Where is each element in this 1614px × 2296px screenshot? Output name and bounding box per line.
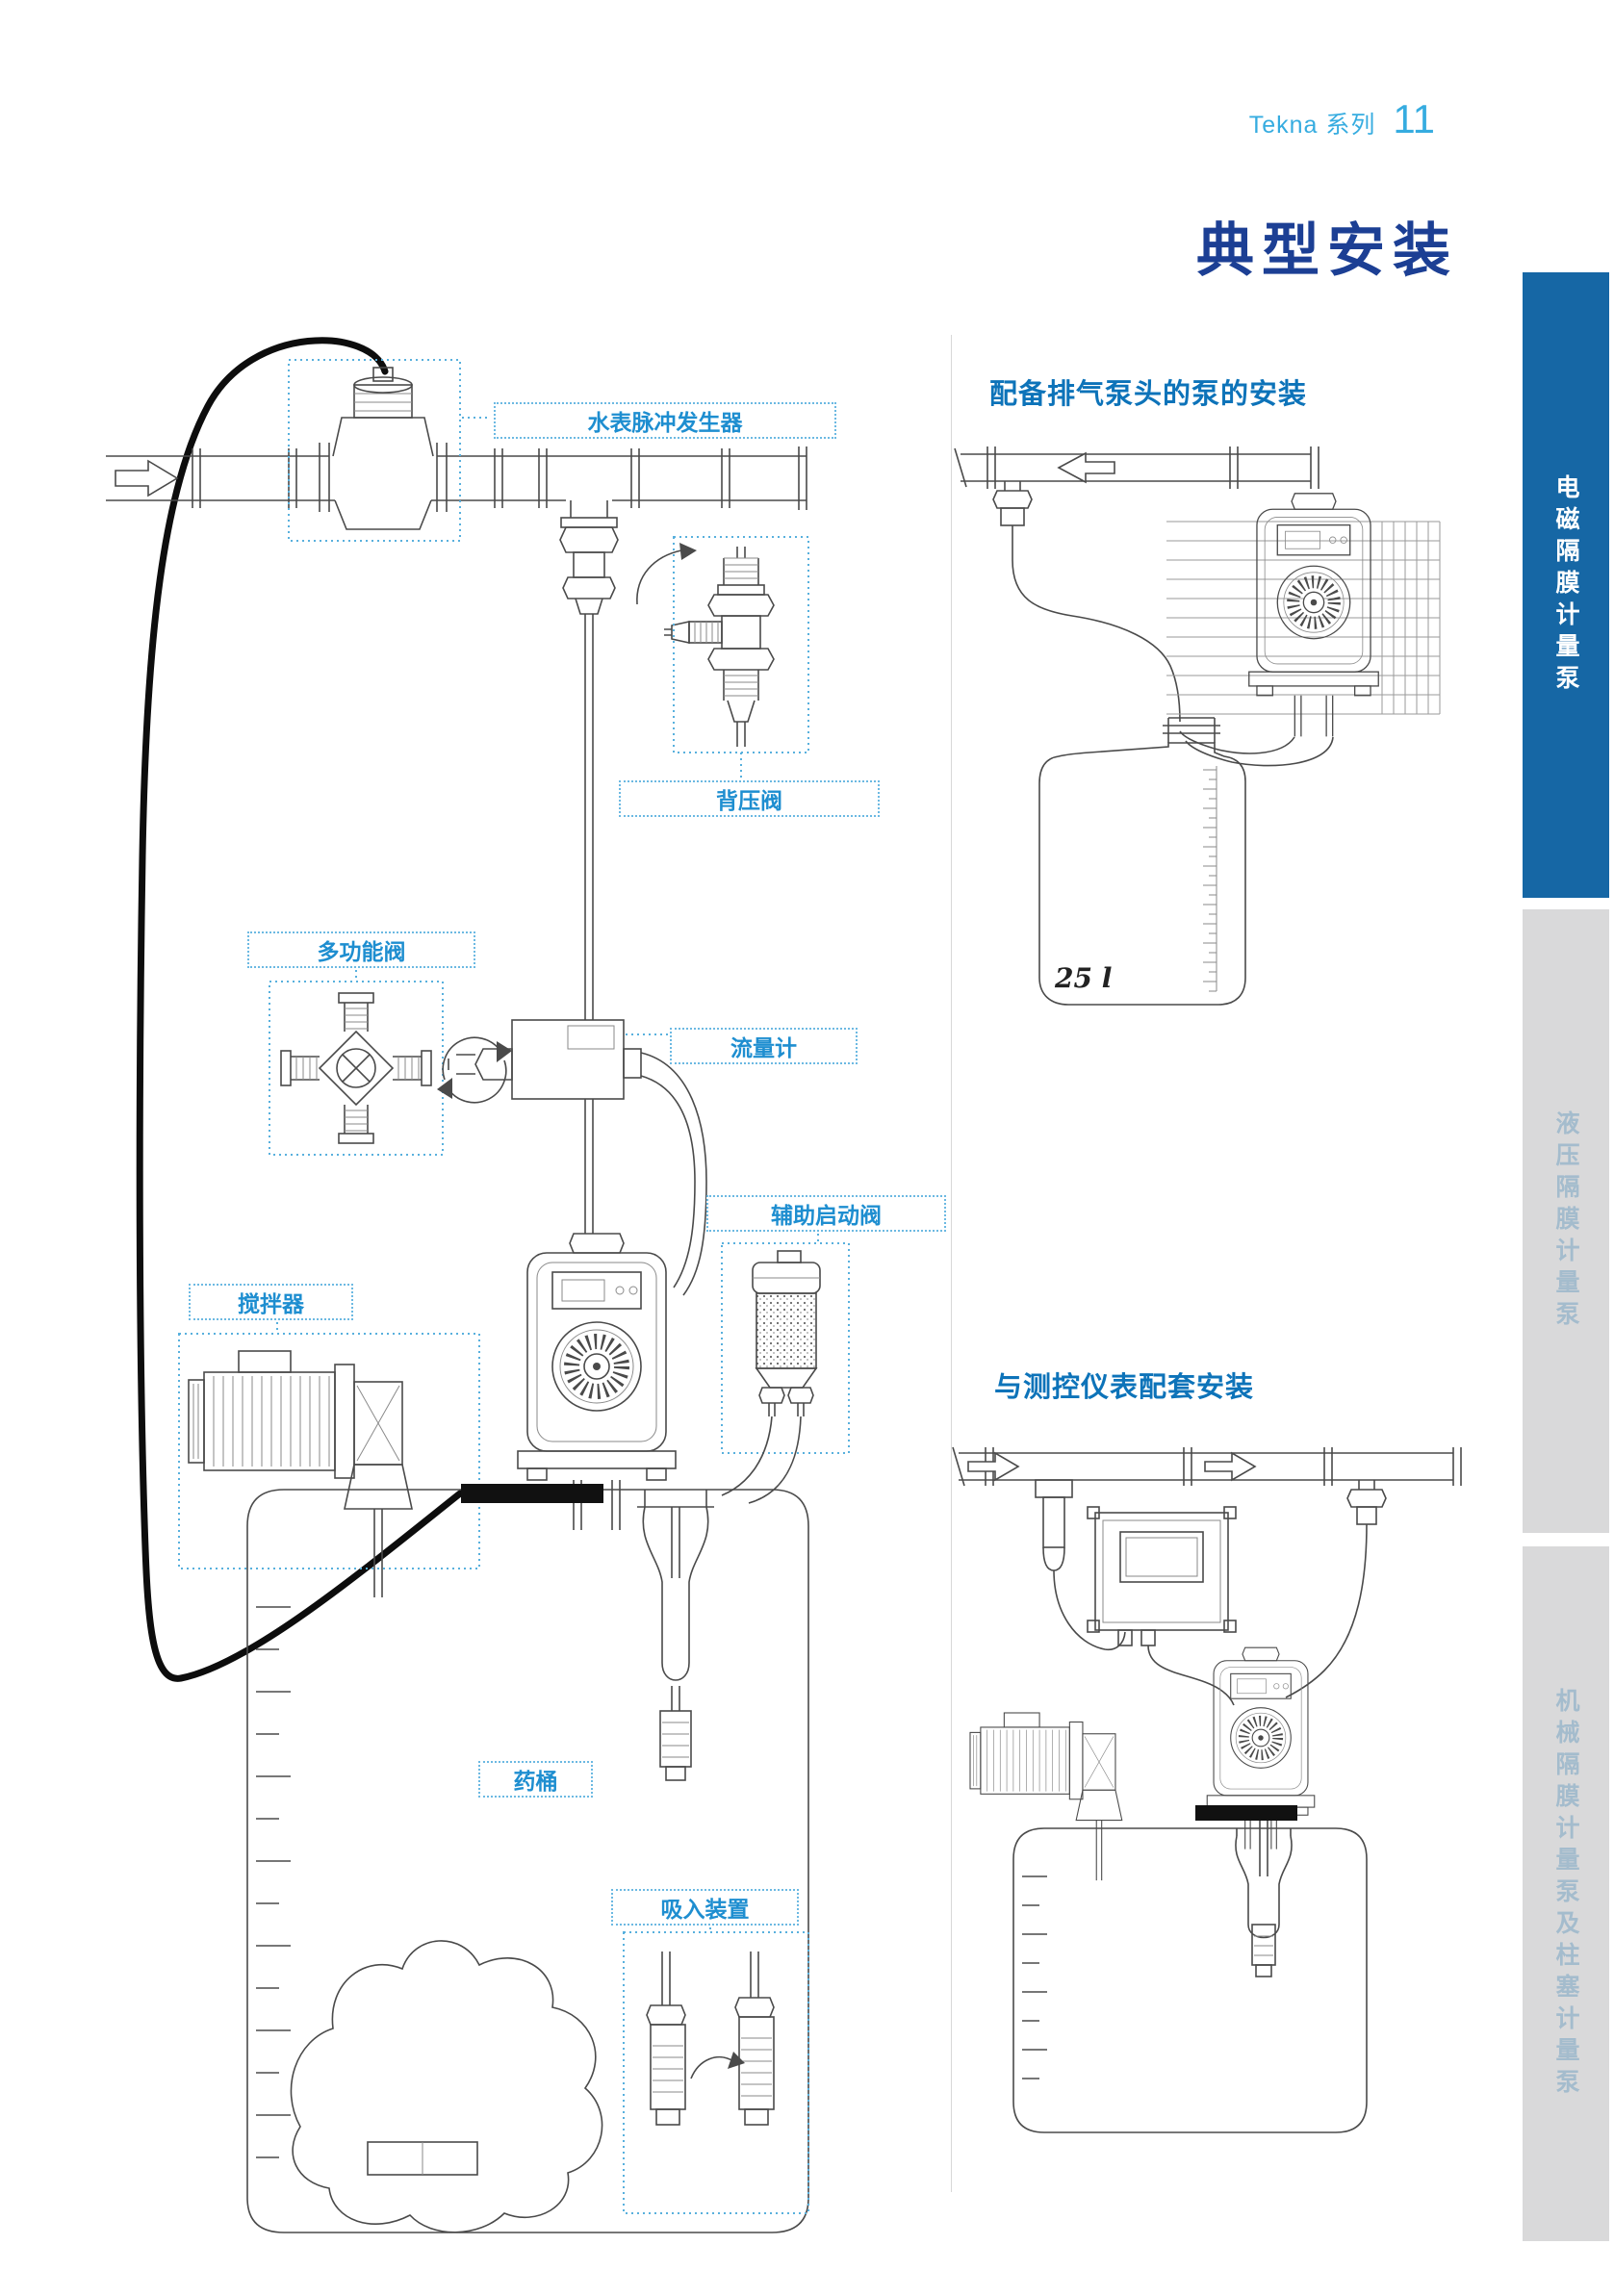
- sidebar-tab-hydraulic-diaphragm-pumps: 液压隔膜计量泵: [1523, 909, 1609, 1533]
- page-number: 11: [1393, 96, 1435, 141]
- degassing-installation-diagram: 25 l: [954, 446, 1441, 1006]
- instrument-pipe: [952, 1446, 1462, 1487]
- flow-direction-arrow: [115, 459, 179, 497]
- probe-sensor: [1035, 1479, 1126, 1651]
- instrument-agitator: [969, 1712, 1123, 1881]
- callout-suction-device: 吸入装置: [611, 1889, 799, 1926]
- instrument-installation-diagram: [952, 1446, 1462, 2133]
- multifunction-valve: [269, 964, 512, 1156]
- agitator: [178, 1316, 480, 1598]
- callout-auxiliary-priming-valve: 辅助启动阀: [706, 1195, 946, 1232]
- water-meter-pulse-generator: [288, 359, 491, 542]
- callout-multifunction-valve: 多功能阀: [247, 931, 475, 968]
- callout-back-pressure-valve: 背压阀: [619, 780, 880, 817]
- controller-box: [1087, 1506, 1237, 1706]
- section-title-degassing: 配备排气泵头的泵的安装: [989, 379, 1308, 410]
- callout-agitator: 搅拌器: [189, 1284, 353, 1320]
- auxiliary-priming-valve: [721, 1228, 850, 1504]
- series-label: Tekna 系列: [1248, 112, 1376, 139]
- injection-tee: [559, 500, 619, 1234]
- page-header: Tekna 系列 11: [1249, 96, 1435, 142]
- jerrycan-25l: 25 l: [1038, 717, 1246, 1006]
- sidebar-tab-solenoid-diaphragm-pumps: 电磁隔膜计量泵: [1523, 272, 1609, 898]
- page-title: 典型安装: [1196, 218, 1458, 283]
- flow-meter: [448, 1019, 707, 1296]
- degassing-pipe: [954, 446, 1319, 489]
- chemical-tank: [246, 1484, 809, 2233]
- column-divider: [951, 335, 952, 2192]
- degassing-injection-fitting: [992, 481, 1181, 723]
- degassing-pump: [1179, 494, 1378, 767]
- pump-shelf: [461, 1484, 603, 1503]
- wall-grid: [1166, 521, 1441, 715]
- main-water-pipe: [106, 446, 807, 510]
- callout-chemical-tank: 药桶: [478, 1761, 593, 1798]
- instrument-tank: [1012, 1821, 1368, 2133]
- main-installation-diagram: [106, 337, 850, 2233]
- tank-capacity-label: 25 l: [1054, 962, 1112, 994]
- callout-flow-meter: 流量计: [670, 1028, 858, 1064]
- callout-water-meter-pulse-generator: 水表脉冲发生器: [494, 402, 836, 439]
- sidebar-tab-mechanical-plunger-pumps: 机械隔膜计量泵及柱塞计量泵: [1523, 1546, 1609, 2241]
- pump-shelf: [1195, 1805, 1297, 1821]
- back-pressure-valve: [636, 536, 809, 778]
- instrument-injection-fitting: [1285, 1480, 1387, 1698]
- section-title-instruments: 与测控仪表配套安装: [994, 1372, 1255, 1403]
- suction-device: [623, 1922, 809, 2214]
- liquid-splash: [290, 1940, 603, 2233]
- jerrycan-graduations: [1203, 769, 1217, 992]
- pulse-cable: [136, 337, 464, 1682]
- tank-graduations: [256, 1606, 291, 2158]
